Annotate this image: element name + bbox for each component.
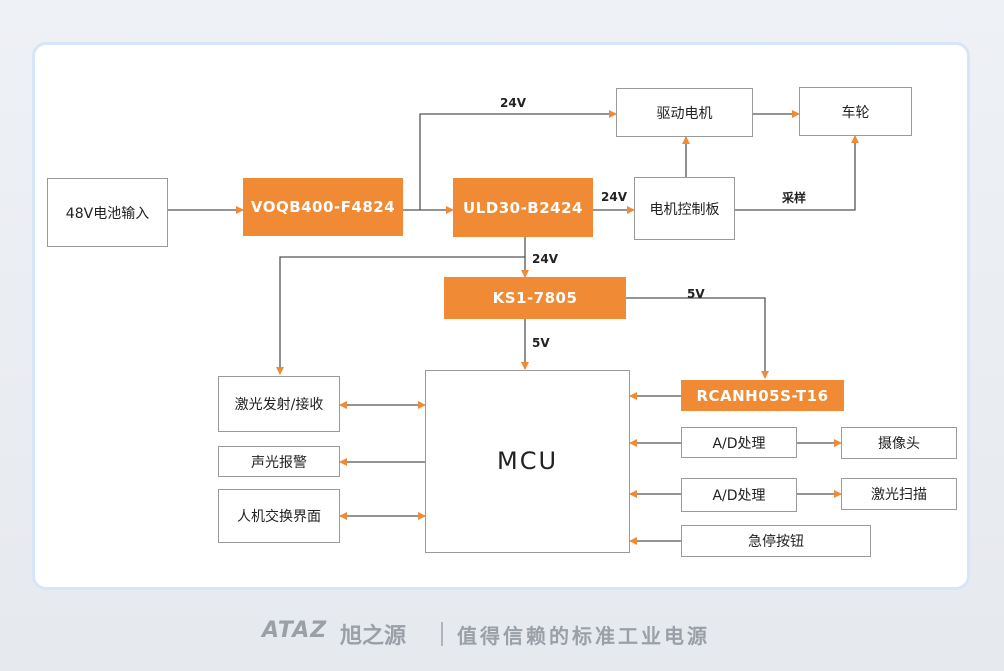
laser-tx-rx-box: 激光发射/接收	[218, 376, 340, 432]
brand-logo-text: ATAZ	[262, 618, 328, 643]
battery-input-box: 48V电池输入	[47, 178, 168, 247]
ad-processing-box-2: A/D处理	[681, 478, 797, 512]
mcu-box: MCU	[425, 370, 630, 553]
sound-light-alarm-box: 声光报警	[218, 446, 340, 477]
laser-scan-box: 激光扫描	[841, 478, 957, 510]
motor-control-board-box: 电机控制板	[634, 177, 735, 240]
wheel-box: 车轮	[799, 87, 912, 136]
footer-divider	[441, 622, 443, 646]
voqb-module-box: VOQB400-F4824	[243, 178, 403, 236]
label-24v-top: 24V	[500, 96, 526, 110]
ks1-module-box: KS1-7805	[444, 277, 626, 319]
label-5v-down: 5V	[532, 336, 550, 350]
line-24v-laser	[276, 256, 525, 375]
camera-box: 摄像头	[841, 427, 957, 459]
footer-slogan: 值得信赖的标准工业电源	[457, 624, 710, 648]
label-24v-down: 24V	[532, 252, 558, 266]
brand-chinese-name: 旭之源	[340, 624, 407, 649]
drive-motor-box: 驱动电机	[616, 88, 753, 137]
label-5v-right: 5V	[687, 287, 705, 301]
uld-module-box: ULD30-B2424	[453, 178, 593, 237]
hmi-box: 人机交换界面	[218, 489, 340, 543]
rcanh-module-box: RCANH05S-T16	[681, 380, 844, 411]
emergency-stop-box: 急停按钮	[681, 525, 871, 557]
label-sample: 采样	[782, 191, 807, 205]
ad-processing-box-1: A/D处理	[681, 427, 797, 458]
label-24v-ctrl: 24V	[601, 190, 627, 204]
line-24v-drive-motor	[419, 110, 617, 210]
line-sample-wheel	[734, 135, 859, 211]
line-ks1-rcanh	[626, 297, 769, 379]
